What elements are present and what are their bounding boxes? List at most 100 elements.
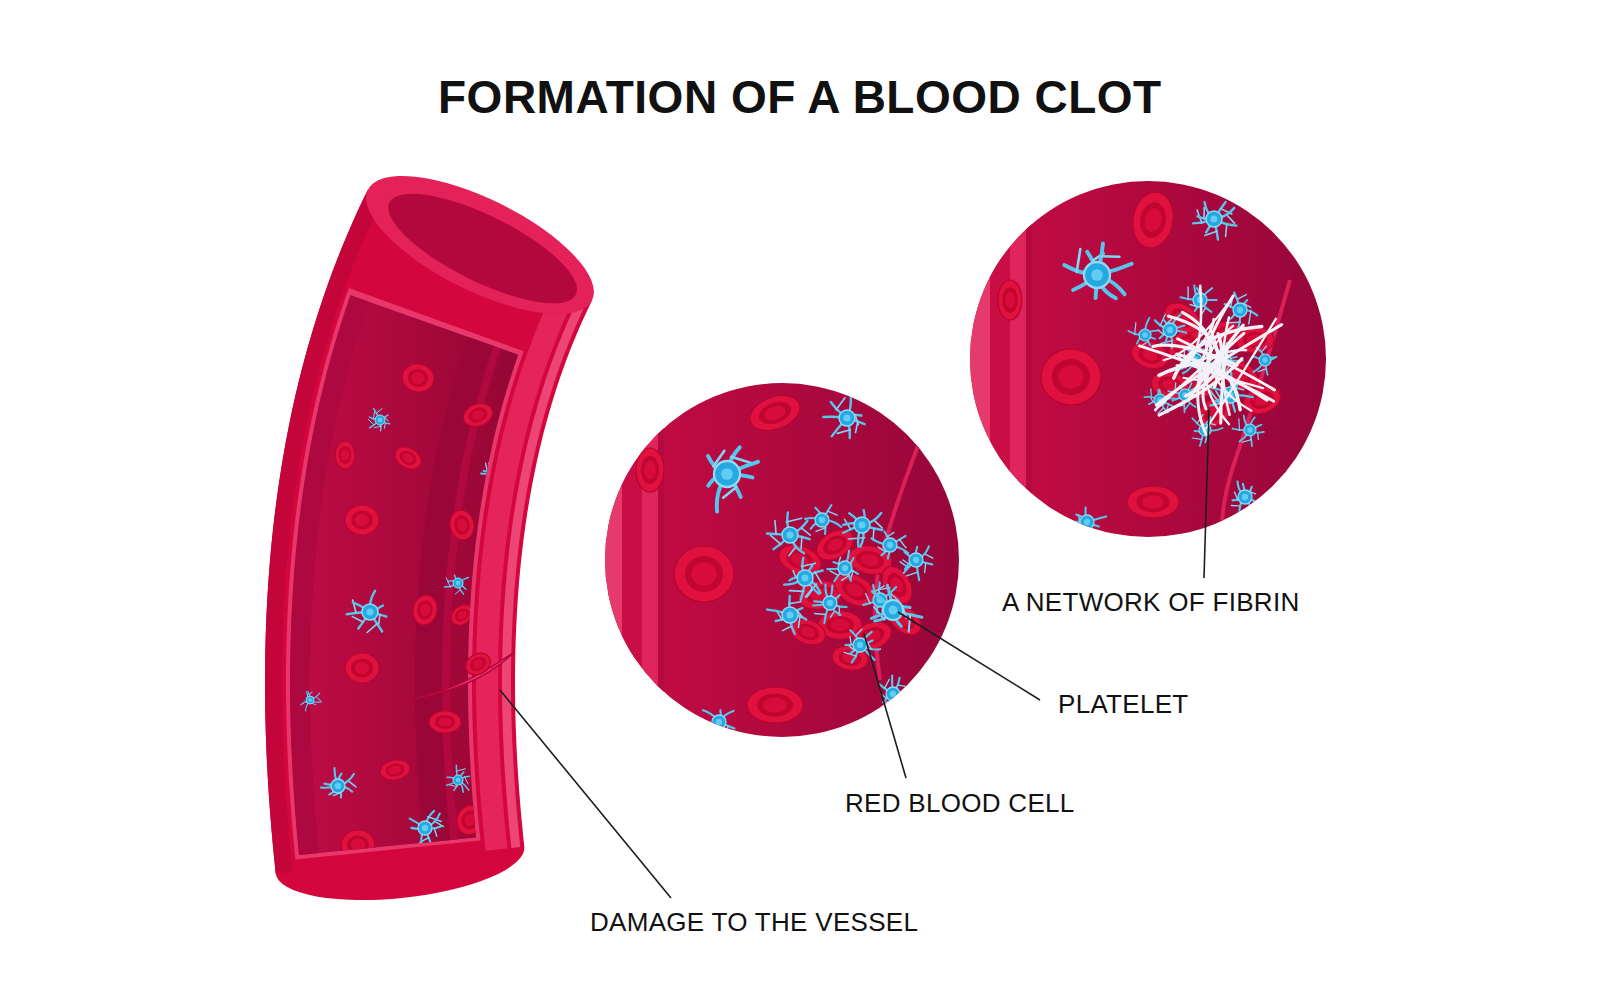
platelet-arm [715,733,723,739]
platelet-body [1163,323,1177,337]
platelet-arm [496,477,498,487]
platelet-arm [500,463,510,465]
platelet-cell [844,629,880,662]
platelet-core [858,521,865,528]
red-blood-cell [411,593,440,627]
platelet-arm [793,571,796,577]
platelet-arm [770,535,781,544]
platelet-body [375,415,385,425]
platelet-core [890,691,896,697]
platelet-arm [926,554,933,558]
platelet-body [886,687,900,701]
fibrin-network [1140,286,1282,434]
leader-line [898,612,1040,700]
cell-center [351,839,365,852]
cell-rim [636,448,664,492]
platelet-arm [1187,287,1188,300]
platelet-arm [1237,388,1244,390]
platelet-cell [767,512,810,555]
red-blood-cell [811,524,859,567]
platelet-arm [373,412,375,419]
cell-dimple [339,446,352,464]
platelet-body [838,561,852,575]
cell-dimple [838,575,871,605]
platelet-arm [789,590,803,592]
cell-rim [462,649,495,679]
cell-center [825,536,845,554]
cell-center [463,812,478,828]
platelet-body [815,513,829,527]
cell-dimple [1002,287,1017,313]
zoom-ground [605,383,959,737]
cell-center [355,662,369,675]
platelet-arm [800,537,802,550]
platelet-cell [827,551,858,582]
cell-dimple [757,693,793,716]
platelet-arm [1185,404,1189,410]
platelet-arm [789,548,795,556]
cell-center [410,371,425,385]
platelet-arm [486,463,489,474]
leader-line [864,634,906,778]
platelet-cell [784,558,823,600]
cell-dimple [453,514,471,536]
platelet-cell [1075,508,1107,538]
platelet-arm [1192,438,1201,439]
platelet-arm [837,430,850,434]
cell-center [438,717,451,726]
platelet-cell [871,585,922,631]
platelet-cell [767,596,806,634]
cell-dimple [416,599,434,621]
platelet-arm [376,409,382,414]
platelet-body [1244,424,1256,436]
cell-rim [447,600,477,629]
platelet-arm [848,538,864,539]
red-blood-cell [745,389,805,437]
platelet-arm [830,612,834,618]
cell-center [789,551,810,568]
vessel-tear [396,652,514,702]
vessel-wall-edge [1222,280,1290,540]
red-blood-cell [400,361,436,394]
platelet-arm [464,777,468,784]
platelet-cell [368,409,389,431]
inner-wall-stripe [290,257,383,870]
cell-rim [1127,486,1179,518]
platelet-arm [1258,369,1266,372]
cell-dimple [641,456,659,484]
platelet-arm [1226,225,1227,237]
cell-dimple [397,448,419,468]
cell-center [1058,365,1083,389]
platelet-core [456,778,461,783]
platelet-body [453,578,463,588]
cell-rim [883,599,926,641]
platelet-arm [317,697,321,701]
platelet-core [786,531,793,538]
platelet-core [378,418,383,423]
platelet-cell [900,546,933,580]
platelet-arm [481,472,493,475]
vessel-wall-band [1010,181,1026,537]
platelet-arm [805,588,812,597]
red-blood-cell [849,617,895,655]
platelet-arm [888,532,894,536]
cell-rim [400,361,436,394]
platelet-cell [699,710,734,740]
platelet-core [422,825,428,831]
platelet-arm [1238,295,1247,300]
platelet-body [883,538,897,552]
platelet-arm [1089,526,1095,534]
platelet-arm [349,782,356,787]
cell-center [831,619,849,631]
platelet-cell [813,585,846,623]
platelet-arm [726,726,728,735]
platelet-arm [830,571,838,575]
leader-lines [500,410,1209,898]
cell-dimple [435,715,455,729]
cell-dimple [805,584,836,607]
cell-dimple [459,808,481,832]
platelet-arm [1238,419,1240,431]
platelet-arm [501,476,504,486]
platelet-cell [1128,318,1158,346]
platelet-arm [899,540,906,548]
